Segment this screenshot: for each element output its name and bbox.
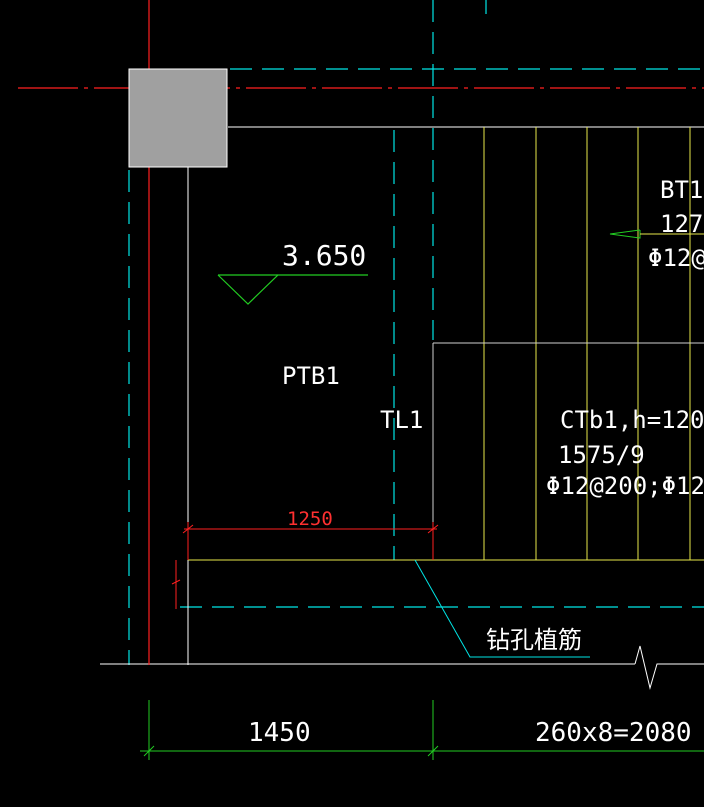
labels: 3.650 PTB1 TL1 BT1, 1275 Φ12@ CTb1,h=120… xyxy=(248,176,704,748)
slab-rebar-label: Φ12@200;Φ12@ xyxy=(546,472,704,500)
wall-lines xyxy=(100,126,704,690)
elevation-symbol xyxy=(217,274,368,305)
elevation-triangle xyxy=(217,274,368,305)
dimension-1250 xyxy=(171,522,439,609)
beam-label: TL1 xyxy=(380,406,423,434)
side-dim-tick xyxy=(171,579,181,585)
dim-tick xyxy=(427,745,439,757)
dim-tick xyxy=(427,524,439,534)
note-leader xyxy=(414,559,590,658)
break-symbol xyxy=(634,645,704,690)
bottom-dimension xyxy=(140,700,704,760)
stair-rebar-label: Φ12@ xyxy=(648,244,704,272)
direction-arrow xyxy=(609,229,704,239)
stair-label: BT1, xyxy=(660,176,704,204)
platform-label: PTB1 xyxy=(282,362,340,390)
dimension-1250-label: 1250 xyxy=(287,508,333,530)
dimension-1450-label: 1450 xyxy=(248,718,311,748)
note-label: 钻孔植筋 xyxy=(486,626,582,654)
slab-dim-label: 1575/9 xyxy=(558,441,645,469)
slab-label: CTb1,h=120 xyxy=(560,406,704,434)
column xyxy=(128,68,228,168)
elevation-label: 3.650 xyxy=(282,239,366,272)
dimension-2080-label: 260x8=2080 xyxy=(535,718,692,748)
stair-dim-label: 1275 xyxy=(660,210,704,238)
dim-tick xyxy=(182,524,194,534)
dim-tick xyxy=(143,745,155,757)
